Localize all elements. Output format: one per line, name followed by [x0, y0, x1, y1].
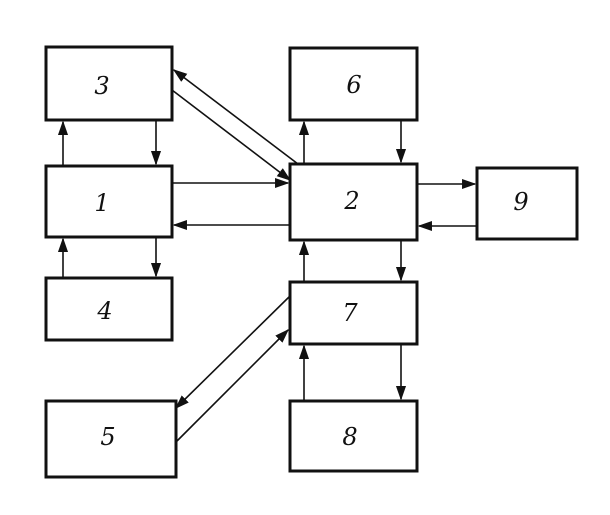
- block-9-label: 9: [513, 188, 528, 216]
- arrow-3-to-2: [171, 89, 292, 181]
- block-8-label: 8: [342, 423, 357, 451]
- block-4-label: 4: [96, 297, 112, 325]
- block-5-label: 5: [100, 423, 115, 451]
- block-1-label: 1: [94, 189, 109, 217]
- block-5: 5: [44, 399, 178, 479]
- block-2: 2: [288, 162, 419, 242]
- arrow-2-to-3: [172, 69, 299, 165]
- block-6: 6: [288, 46, 419, 122]
- arrow-7-to-5: [174, 295, 291, 410]
- block-3: 3: [44, 45, 174, 122]
- block-7: 7: [288, 280, 419, 346]
- block-2-label: 2: [343, 187, 359, 215]
- block-3-label: 3: [94, 72, 109, 100]
- arrow-5-to-7: [175, 328, 290, 443]
- block-6-label: 6: [346, 71, 361, 99]
- block-4: 4: [44, 276, 174, 342]
- block-1: 1: [44, 164, 174, 239]
- block-9: 9: [475, 166, 579, 241]
- block-7-label: 7: [342, 299, 358, 327]
- block-8: 8: [288, 399, 419, 473]
